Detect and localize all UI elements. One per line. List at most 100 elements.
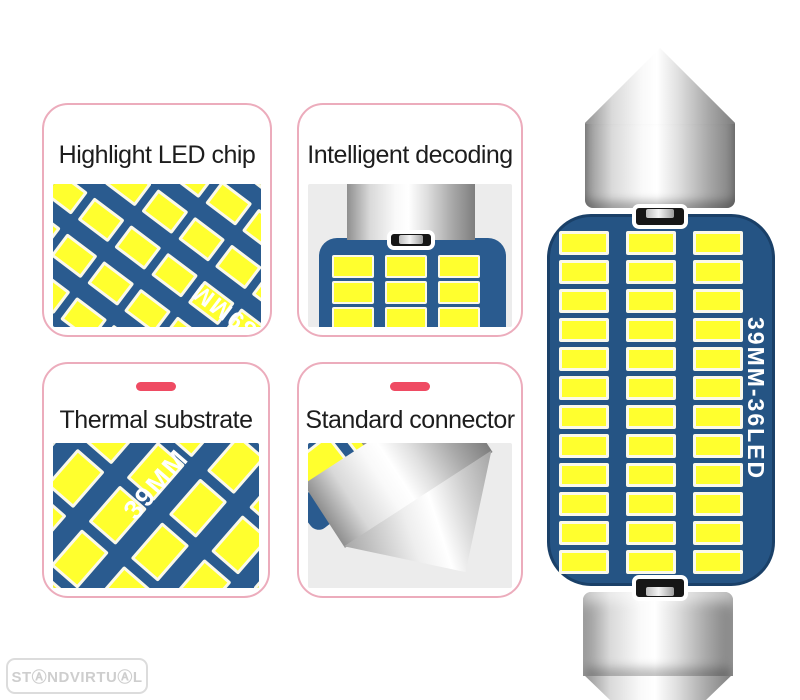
led-cell (559, 318, 609, 342)
contact-pin (399, 235, 423, 244)
led-cell (160, 316, 208, 327)
contact-tab (632, 204, 688, 229)
led-cell (53, 233, 98, 279)
card-title: Thermal substrate (59, 406, 253, 434)
led-cell (559, 463, 609, 487)
led-cell (626, 550, 676, 574)
led-cell (626, 376, 676, 400)
card-image-led-chip-closeup: 39MM (53, 184, 261, 327)
led-cell (693, 434, 743, 458)
led-cell (53, 529, 109, 588)
card-title: Highlight LED chip (58, 141, 256, 169)
led-cell (626, 260, 676, 284)
led-cell (53, 448, 105, 509)
feature-card-thermal-substrate: Thermal substrate 39MM (42, 362, 270, 598)
led-cell (114, 224, 162, 271)
led-cell (559, 492, 609, 516)
led-cell (559, 260, 609, 284)
led-cell (693, 463, 743, 487)
led-cell (559, 376, 609, 400)
led-cell (168, 478, 228, 539)
led-cell (626, 463, 676, 487)
contact-tab (632, 575, 688, 601)
bulb-bottom-cone-tip (583, 674, 733, 700)
led-cell (559, 347, 609, 371)
feature-card-standard-connector: Standard connector (297, 362, 523, 598)
led-cell (178, 216, 226, 262)
led-grid (332, 255, 480, 327)
bulb-model-label: 39MM-36LED (743, 317, 769, 481)
led-cell (559, 434, 609, 458)
led-cell (104, 184, 152, 207)
led-cell (168, 184, 216, 199)
led-cell (332, 307, 374, 327)
led-cell (141, 188, 189, 235)
led-cell (210, 514, 259, 575)
led-cell (626, 231, 676, 255)
card-image-bulb-top-closeup (308, 184, 512, 327)
bulb-top-end-cap (585, 124, 735, 208)
led-cell (693, 550, 743, 574)
led-cell (693, 405, 743, 429)
led-cell (559, 521, 609, 545)
led-cell (130, 522, 190, 582)
led-cell (332, 255, 374, 278)
led-cell (438, 255, 480, 278)
bulb-pcb-board: 39MM-36LED (547, 214, 775, 586)
led-cell (626, 289, 676, 313)
led-cell (60, 296, 108, 327)
led-cell (253, 551, 259, 588)
led-cell (693, 318, 743, 342)
connector-cone (308, 443, 512, 588)
led-cell (559, 550, 609, 574)
card-image-connector-closeup (308, 443, 512, 588)
led-cell (693, 376, 743, 400)
led-cell (385, 281, 427, 304)
led-cell (626, 434, 676, 458)
led-cell (626, 405, 676, 429)
card-title: Intelligent decoding (307, 141, 513, 169)
contact-pin (645, 209, 675, 218)
led-cell (626, 521, 676, 545)
led-grid (559, 231, 743, 574)
feature-card-intelligent-decoding: Intelligent decoding (297, 103, 523, 337)
led-cell (438, 307, 480, 327)
led-cell (96, 324, 144, 327)
card-title: Standard connector (305, 406, 515, 434)
led-cell (385, 307, 427, 327)
led-cell (332, 281, 374, 304)
led-cell (206, 443, 259, 495)
led-cell (626, 492, 676, 516)
led-cell (693, 492, 743, 516)
feature-card-highlight-led-chip: Highlight LED chip 39MM (42, 103, 272, 337)
led-cell (205, 184, 253, 226)
accent-dash (390, 382, 430, 391)
watermark: STⒶNDVIRTUⒶL (6, 658, 148, 694)
bulb-bottom-end-cap (583, 592, 733, 676)
led-cell (693, 289, 743, 313)
contact-tab (387, 230, 435, 250)
led-cell (123, 288, 172, 327)
led-cell (53, 184, 88, 215)
led-cell (87, 260, 135, 307)
led-cell (438, 281, 480, 304)
led-cell (77, 197, 125, 243)
led-cell (693, 231, 743, 255)
contact-pin (645, 587, 675, 596)
led-cell (232, 184, 261, 191)
led-cell (172, 558, 232, 588)
led-cell (693, 347, 743, 371)
led-cell (626, 318, 676, 342)
led-cell (626, 347, 676, 371)
led-cell (214, 244, 261, 290)
led-cell (693, 260, 743, 284)
led-cell (559, 405, 609, 429)
led-cell (385, 255, 427, 278)
led-cell (241, 208, 261, 254)
led-cell (559, 231, 609, 255)
led-cell (693, 521, 743, 545)
led-cell (559, 289, 609, 313)
bulb-top-cone-tip (585, 48, 735, 126)
accent-dash (136, 382, 176, 391)
